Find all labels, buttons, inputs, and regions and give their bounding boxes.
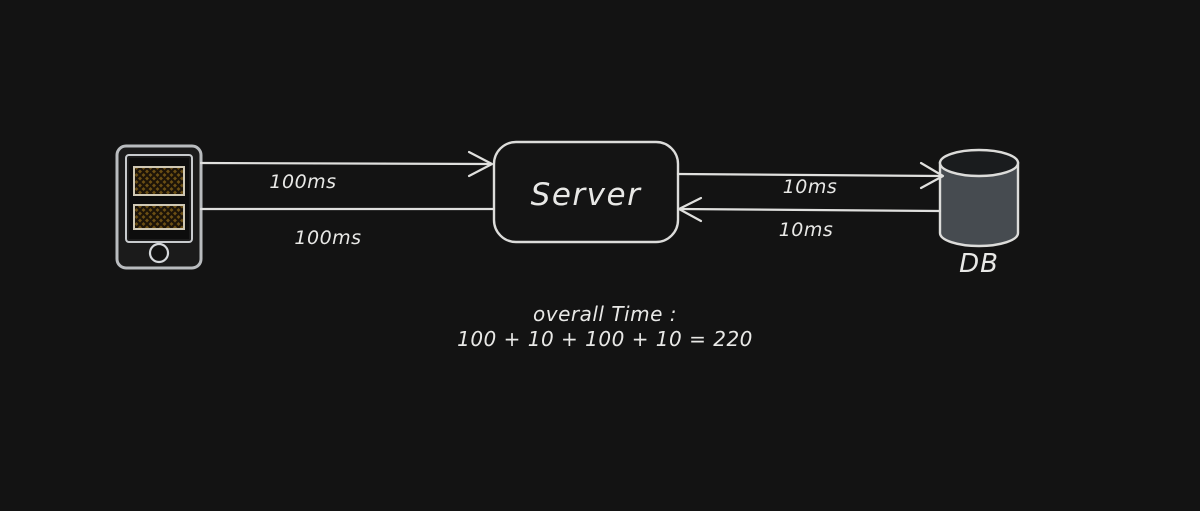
server-box [492,140,680,244]
arrowhead-into-db [919,161,945,190]
database-node[interactable]: DB [938,148,1020,279]
edge-label-server-to-client: 100ms [294,227,361,249]
phone-content-card-2 [133,204,185,230]
edge-server-to-db: 10ms [676,161,945,198]
summary-title: overall Time : [533,302,677,326]
edge-line-client-to-server [199,161,492,166]
db-cylinder-body [938,161,1020,248]
edge-client-to-server: 100ms [199,150,494,193]
db-cylinder-top [938,148,1020,178]
edge-db-to-server: 10ms [677,196,942,241]
edge-label-server-to-db: 10ms [783,176,838,198]
phone-home-button[interactable] [148,242,170,264]
arrowhead-into-server-from-db [677,196,703,223]
arrowhead-into-server [467,150,494,178]
phone-bezel [125,154,193,243]
edge-line-server-to-db [676,172,943,178]
server-node[interactable]: Server [492,140,680,244]
edge-label-db-to-server: 10ms [779,219,834,241]
edge-line-db-to-server [678,207,942,213]
db-label: DB [959,249,999,279]
edge-label-client-to-server: 100ms [269,171,336,193]
summary-block: overall Time : 100 + 10 + 100 + 10 = 220 [457,302,753,351]
smartphone-icon[interactable] [115,144,203,270]
summary-equation: 100 + 10 + 100 + 10 = 220 [457,327,753,351]
server-label: Server [531,177,642,213]
edge-server-to-client: 100ms [199,207,496,249]
phone-content-card-1 [133,166,185,196]
